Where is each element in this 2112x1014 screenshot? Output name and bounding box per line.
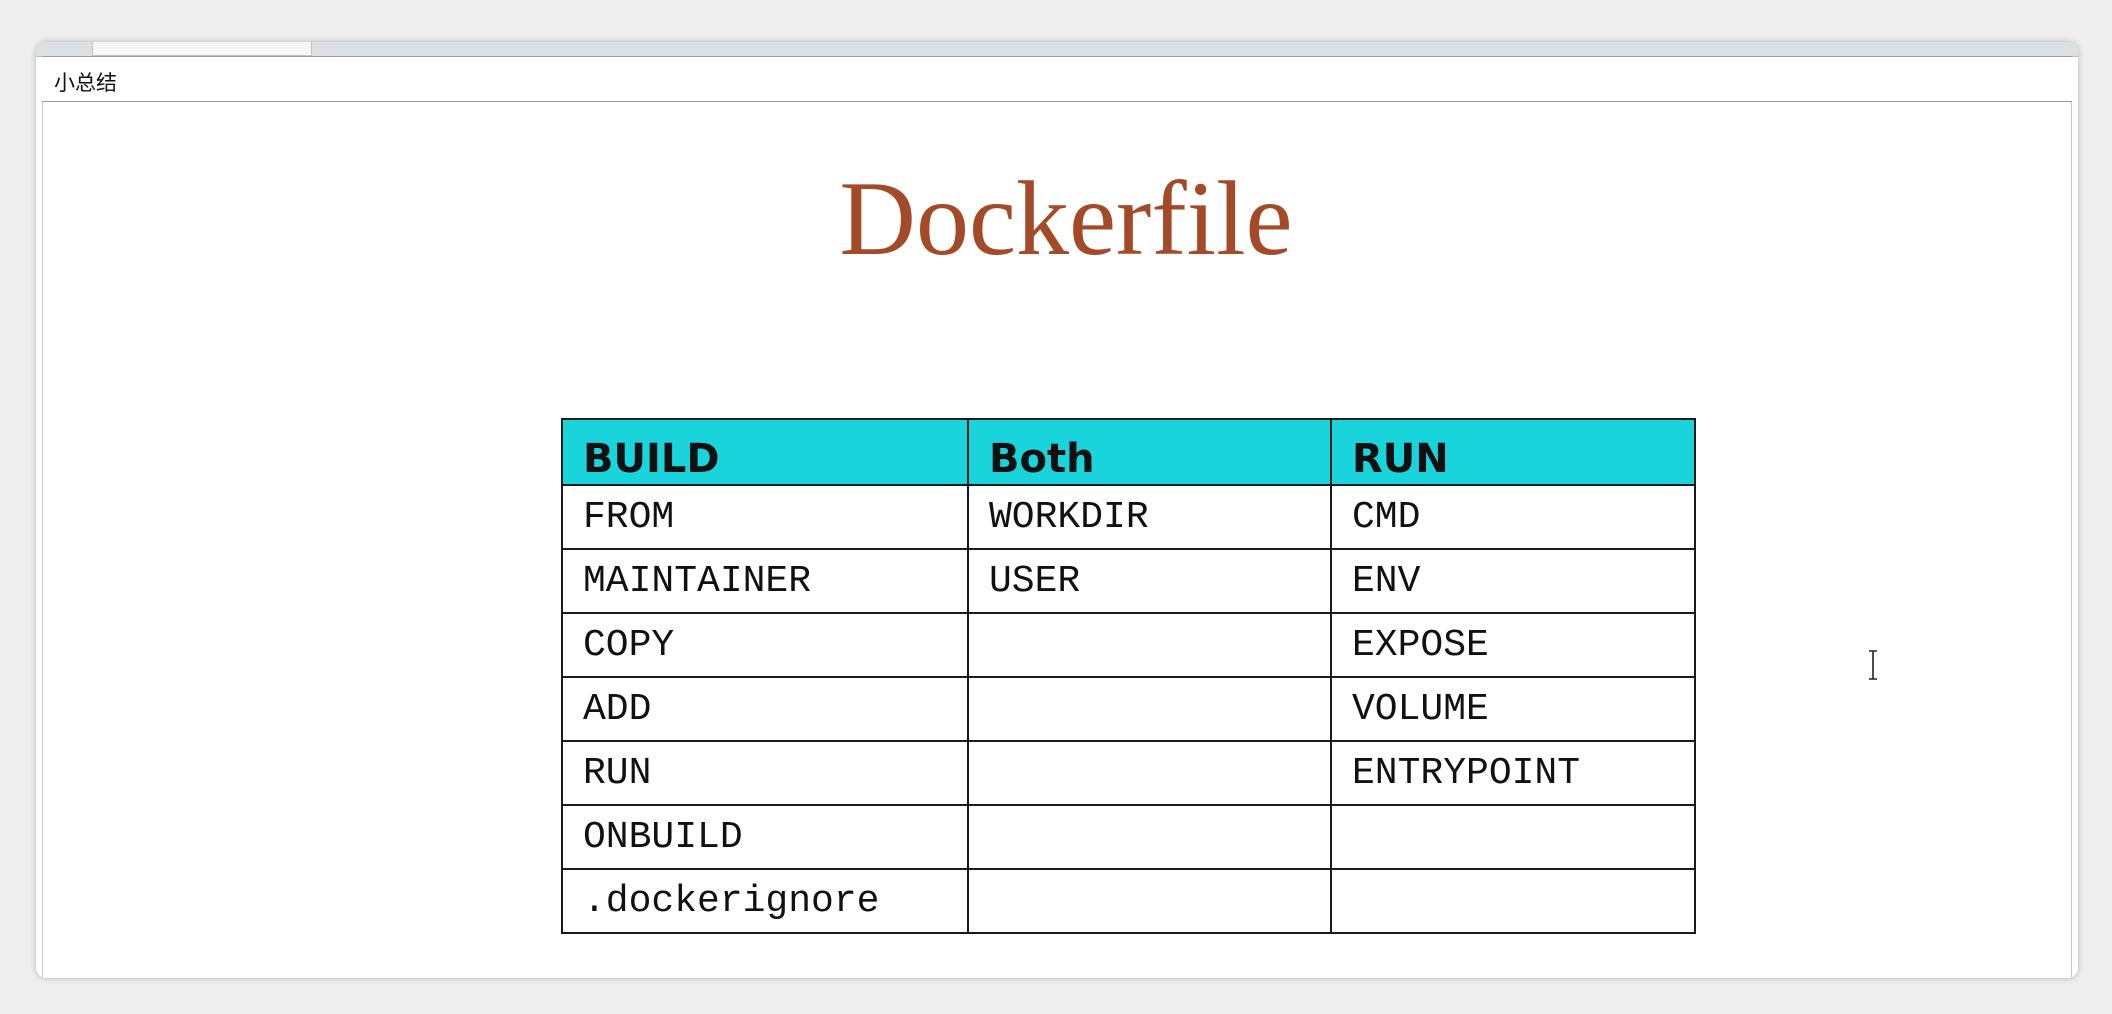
table-cell <box>967 740 1332 806</box>
table-cell: ONBUILD <box>561 804 969 870</box>
window-top-strip <box>36 42 2078 57</box>
header-run: RUN <box>1330 418 1696 486</box>
slide-content: Dockerfile BUILD Both RUN FROM WORKDIR C… <box>42 102 2072 978</box>
table-cell: ADD <box>561 676 969 742</box>
table-row: COPY EXPOSE <box>561 612 1696 678</box>
table-cell: WORKDIR <box>967 484 1332 550</box>
table-cell <box>967 612 1332 678</box>
table-cell <box>1330 804 1696 870</box>
table-cell <box>967 868 1332 934</box>
header-build: BUILD <box>561 418 969 486</box>
table-cell: ENTRYPOINT <box>1330 740 1696 806</box>
table-cell: EXPOSE <box>1330 612 1696 678</box>
table-row: .dockerignore <box>561 868 1696 934</box>
table-cell: .dockerignore <box>561 868 969 934</box>
table-cell <box>967 804 1332 870</box>
table-cell <box>967 676 1332 742</box>
table-row: MAINTAINER USER ENV <box>561 548 1696 614</box>
title-bar: 小总结 <box>42 56 2072 102</box>
app-window: 小总结 Dockerfile BUILD Both RUN FROM WORKD… <box>36 42 2078 978</box>
table-row: ONBUILD <box>561 804 1696 870</box>
table-cell: VOLUME <box>1330 676 1696 742</box>
dockerfile-commands-table: BUILD Both RUN FROM WORKDIR CMD MAINTAIN… <box>561 418 1696 934</box>
table-header-row: BUILD Both RUN <box>561 418 1696 486</box>
table-cell: COPY <box>561 612 969 678</box>
table-cell <box>1330 868 1696 934</box>
table-cell: FROM <box>561 484 969 550</box>
table-cell: MAINTAINER <box>561 548 969 614</box>
table-row: FROM WORKDIR CMD <box>561 484 1696 550</box>
table-cell: ENV <box>1330 548 1696 614</box>
table-cell: CMD <box>1330 484 1696 550</box>
slide-heading: Dockerfile <box>839 160 1293 277</box>
window-title: 小总结 <box>54 71 117 95</box>
header-both: Both <box>967 418 1332 486</box>
table-cell: RUN <box>561 740 969 806</box>
table-row: RUN ENTRYPOINT <box>561 740 1696 806</box>
table-row: ADD VOLUME <box>561 676 1696 742</box>
window-tab[interactable] <box>92 42 312 56</box>
table-cell: USER <box>967 548 1332 614</box>
text-cursor-icon <box>1869 650 1877 680</box>
